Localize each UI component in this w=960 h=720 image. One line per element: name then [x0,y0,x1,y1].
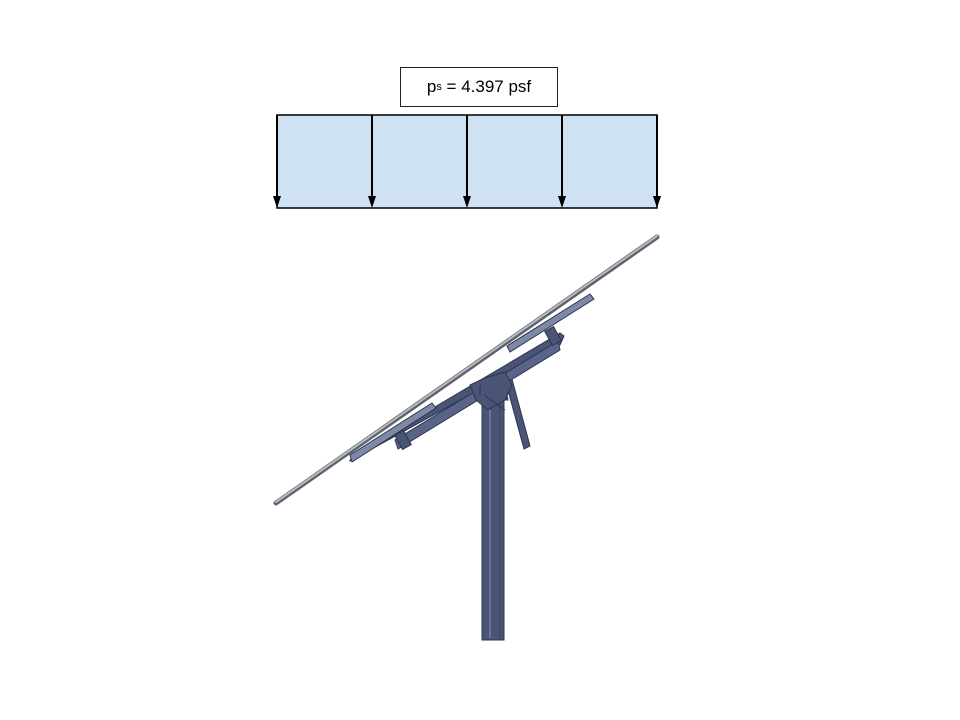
rail-right [506,293,595,353]
load-arrow-4 [558,115,566,208]
rail-left [349,402,437,463]
load-arrow-3 [463,115,471,208]
clamp-right [544,325,562,347]
solar-panel [273,234,660,506]
load-subscript: s [436,81,442,93]
load-value: = 4.397 psf [446,77,532,96]
load-symbol: p [426,77,437,96]
load-arrow-5 [653,115,661,208]
clamp-left [394,429,412,451]
support-pole [481,399,505,641]
load-arrow-1 [273,115,281,208]
solar-tracker [273,234,660,641]
distributed-load [273,114,661,209]
load-arrow-2 [368,115,376,208]
hub-bracket [469,371,513,411]
